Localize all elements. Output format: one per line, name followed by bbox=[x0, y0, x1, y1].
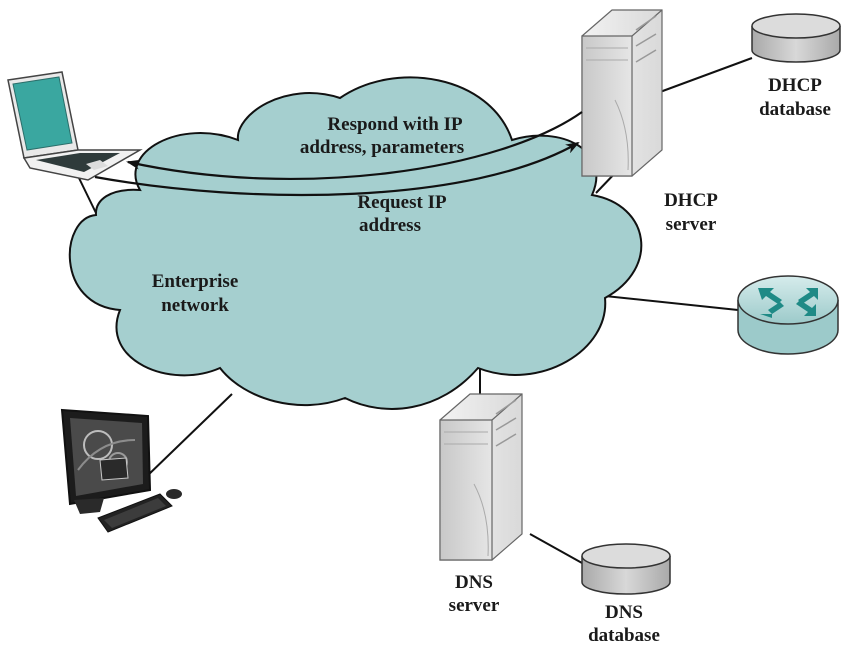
router-icon bbox=[737, 275, 839, 355]
dns-database-icon bbox=[581, 543, 671, 595]
desktop-computer-icon bbox=[60, 408, 182, 533]
dhcp-database-label-line2: database bbox=[759, 99, 831, 120]
link-dns-db bbox=[529, 533, 583, 564]
request-arrow bbox=[94, 142, 580, 197]
link-router bbox=[604, 295, 739, 311]
dns-database-label-line2: database bbox=[588, 625, 660, 646]
dhcp-server-icon bbox=[581, 9, 663, 177]
request-label-line2: address bbox=[359, 215, 421, 236]
respond-label-line2: address, parameters bbox=[300, 137, 464, 158]
link-laptop bbox=[77, 175, 97, 214]
cloud-label-line2: network bbox=[161, 295, 229, 316]
link-dhcp-db bbox=[659, 57, 753, 93]
laptop-icon bbox=[7, 71, 143, 181]
respond-label-line1: Respond with IP bbox=[327, 114, 463, 135]
dns-server-label-line2: server bbox=[449, 595, 500, 616]
dns-server-label-line1: DNS bbox=[455, 572, 493, 593]
dhcp-server-label-line2: server bbox=[666, 214, 717, 235]
connection-lines bbox=[77, 57, 753, 564]
respond-arrow bbox=[126, 111, 583, 181]
dns-server-icon bbox=[439, 393, 523, 561]
link-desktop bbox=[144, 393, 233, 479]
enterprise-network-cloud bbox=[68, 76, 643, 410]
dns-database-label-line1: DNS bbox=[605, 602, 643, 623]
dhcp-database-label-line1: DHCP bbox=[768, 75, 822, 96]
dhcp-database-icon bbox=[751, 13, 841, 63]
dhcp-server-label-line1: DHCP bbox=[664, 190, 718, 211]
cloud-label-line1: Enterprise bbox=[152, 271, 239, 292]
request-label-line1: Request IP bbox=[357, 192, 447, 213]
